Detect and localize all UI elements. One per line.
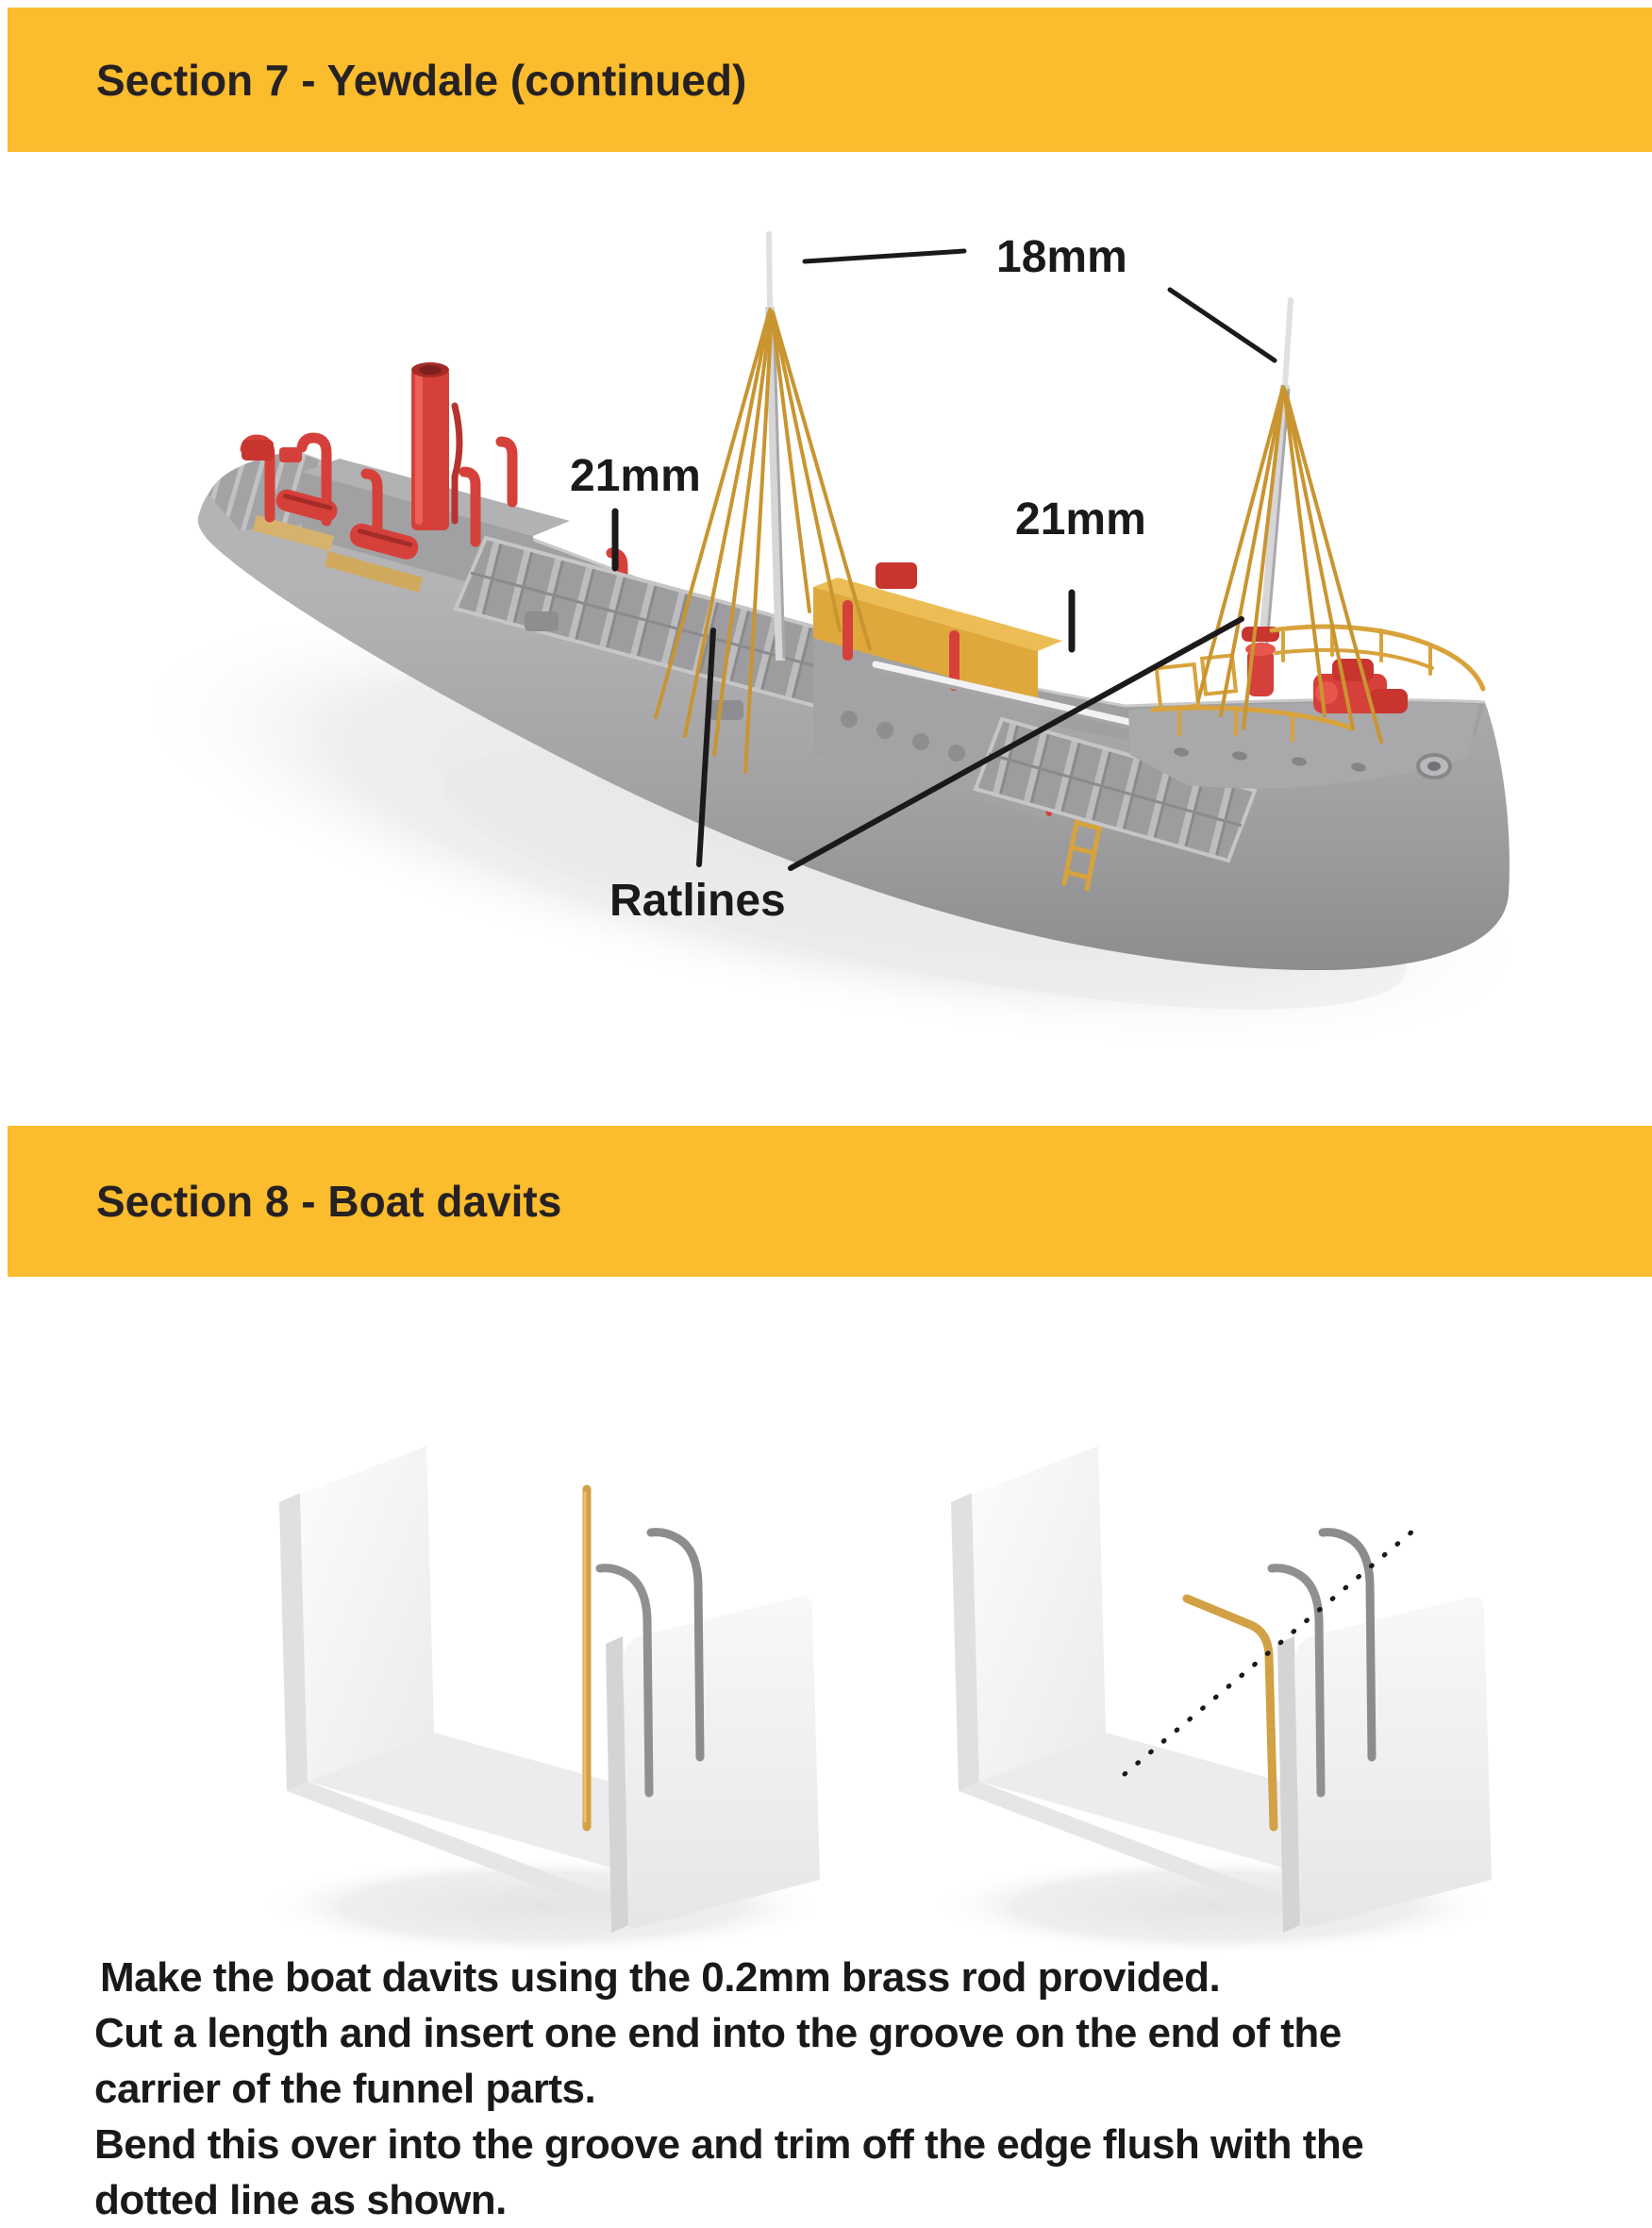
carrier-near-wall-inner [1277,1636,1300,1933]
capstan [1247,649,1274,696]
main-mast [765,231,786,662]
stern-winch [242,440,274,461]
section8-title: Section 8 - Boat davits [96,1177,562,1226]
instruction-line: Bend this over into the groove and trim … [94,2121,1364,2168]
main-mast-rigging [654,308,872,774]
steel-rod-icon [646,1528,705,1762]
castle-bulwark-top [813,578,1062,651]
fore-mast-rigging [1196,385,1383,744]
instruction-line: Make the boat davits using the 0.2mm bra… [100,1954,1221,2001]
castle-winch [876,562,917,589]
carrier-back-wall-side [279,1493,308,1791]
lifeboat-icon [275,489,338,522]
lifeboat-icon [349,523,419,560]
carrier-floor-left-edge [959,1782,1308,1916]
annotation-ratlines: Ratlines [609,876,786,926]
vent-pipe-icon [360,468,383,540]
section7-title: Section 7 - Yewdale (continued) [96,55,747,105]
annotation-ratlines-pointer-right [788,616,1244,871]
carrier-floor-left-edge [287,1782,636,1916]
forecastle-deck [1128,701,1479,789]
boat-platform-aft [253,515,334,551]
porthole-icon [876,722,893,739]
steel-rod-icon [1267,1564,1326,1798]
annotations: 18mm 21mm 21mm Ratlines [570,232,1277,926]
steel-rod-icon [595,1564,654,1798]
carrier-near-wall-face [623,1596,820,1929]
stern-winch [279,447,302,462]
steel-rod-icon [1318,1528,1377,1762]
ship-render: 18mm 21mm 21mm Ratlines [125,231,1535,1054]
vent-pipe-icon [495,436,518,508]
boat-platform-fore [325,551,423,593]
castle-bulwark-front [813,587,1038,702]
annotation-18mm-pointer-left [802,248,967,264]
annotation-21mm-fore: 21mm [1015,494,1146,544]
instruction-text-block: Make the boat davits using the 0.2mm bra… [94,1950,1647,2228]
instruction-line: carrier of the funnel parts. [94,2066,596,2112]
davit-carrier-left [259,1442,826,1955]
annotation-ratlines-pointer-left [696,628,716,867]
annotation-18mm: 18mm [996,232,1127,282]
anchor-hawse-icon [1416,753,1452,779]
porthole-icon [948,745,965,762]
porthole-icon [912,733,929,750]
carrier-back-wall-face [972,1444,1106,1782]
carrier-near-wall-inner [606,1636,628,1933]
carrier-back-wall-face [300,1444,434,1782]
porthole-icon [841,711,858,728]
section7-header-bar: Section 7 - Yewdale (continued) [8,8,1652,152]
vent-pipe-icon [296,432,332,527]
funnel [411,362,463,530]
instruction-line: Cut a length and insert one end into the… [94,2010,1342,2056]
section8-header-bar: Section 8 - Boat davits [8,1126,1652,1277]
trim-dotted-line [1122,1528,1416,1777]
instruction-line: dotted line as shown. [94,2177,507,2223]
vent-pipe-icon [459,466,481,547]
davit-carrier-right [931,1442,1497,1955]
bulwark-highlight [293,449,1486,708]
carrier-near-wall-face [1294,1596,1492,1929]
castle-red-post [949,630,959,691]
carrier-back-wall-side [951,1493,979,1791]
bow-railing [1150,623,1486,742]
annotation-21mm-main: 21mm [570,451,701,501]
annotation-18mm-pointer-right [1167,287,1277,363]
castle-red-post [843,600,853,661]
